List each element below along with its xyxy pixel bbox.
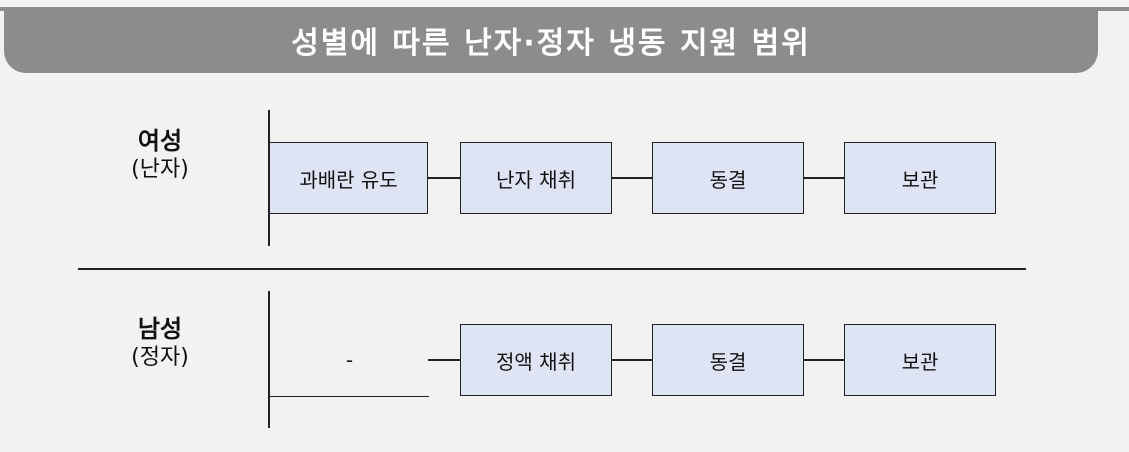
step-box-empty: - <box>270 324 429 396</box>
step-box: 동결 <box>652 324 804 396</box>
step-label: 보관 <box>901 349 939 374</box>
connector-line <box>428 177 460 179</box>
connector-line <box>804 177 844 179</box>
gender-name: 남성 <box>137 315 183 343</box>
header-banner: 성별에 따른 난자·정자 냉동 지원 범위 <box>4 7 1098 73</box>
row-label-male: 남성 (정자) <box>100 314 220 372</box>
step-box: 동결 <box>652 142 804 214</box>
connector-line <box>428 359 460 361</box>
row-bracket-line <box>268 291 270 428</box>
connector-line <box>612 359 652 361</box>
empty-step-bottom-line <box>268 395 429 397</box>
diagram-title: 성별에 따른 난자·정자 냉동 지원 범위 <box>291 26 811 61</box>
row-label-female: 여성 (난자) <box>100 126 220 184</box>
step-label: 정액 채취 <box>496 349 576 374</box>
step-label: 동결 <box>709 349 747 374</box>
connector-line <box>804 359 844 361</box>
gender-sub: (정자) <box>131 345 189 370</box>
step-box: 정액 채취 <box>460 324 612 396</box>
step-label: 보관 <box>901 167 939 192</box>
step-label: 난자 채취 <box>496 167 576 192</box>
step-box: 보관 <box>844 324 996 396</box>
step-label: - <box>345 348 354 372</box>
gender-name: 여성 <box>137 127 183 155</box>
step-box: 난자 채취 <box>460 142 612 214</box>
gender-sub: (난자) <box>131 157 189 182</box>
step-box: 보관 <box>844 142 996 214</box>
connector-line <box>612 177 652 179</box>
step-box: 과배란 유도 <box>269 142 428 214</box>
row-divider <box>78 268 1026 270</box>
step-label: 동결 <box>709 167 747 192</box>
step-label: 과배란 유도 <box>299 167 398 192</box>
